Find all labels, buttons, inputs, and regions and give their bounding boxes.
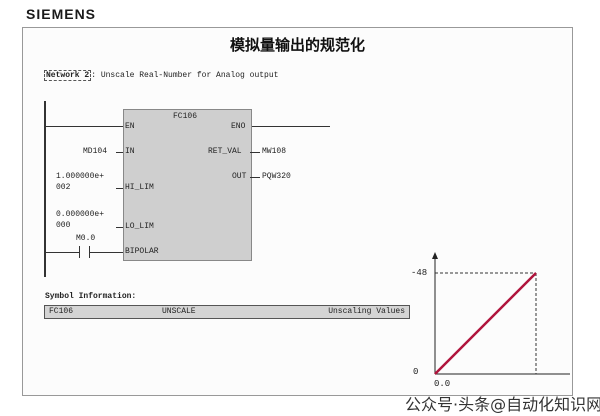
contact-operand[interactable]: M0.0 — [76, 234, 96, 243]
watermark: 公众号·头条@自动化知识网 — [405, 395, 600, 414]
pin-en: EN — [125, 122, 135, 131]
pin-out: OUT — [232, 172, 247, 181]
operand-hi-lim-line2: 002 — [56, 183, 71, 192]
pin-in: IN — [125, 147, 135, 156]
scaling-graph — [432, 252, 570, 375]
symbol-name: UNSCALE — [162, 307, 196, 316]
y-top-label: -48 — [411, 268, 428, 278]
eno-wire — [250, 126, 330, 127]
bipolar-wire-left — [44, 252, 80, 253]
symbol-heading: Symbol Information: — [45, 292, 137, 301]
operand-out[interactable]: PQW320 — [262, 172, 291, 181]
pin-ret-val: RET_VAL — [208, 147, 242, 156]
hi-lim-wire — [116, 188, 123, 189]
operand-in[interactable]: MD104 — [83, 147, 108, 156]
y-axis-arrow-icon — [432, 252, 438, 259]
function-block-fc106[interactable] — [123, 109, 252, 261]
out-wire — [250, 177, 260, 178]
siemens-logo: SIEMENS — [26, 6, 97, 22]
en-wire — [44, 126, 124, 127]
network-description: : Unscale Real-Number for Analog output — [91, 71, 279, 80]
symbol-address: FC106 — [49, 307, 74, 316]
block-name: FC106 — [173, 112, 198, 121]
network-label[interactable]: Network 2 — [44, 70, 92, 81]
symbol-info-row[interactable]: FC106 UNSCALE Unscaling Values — [44, 305, 410, 319]
bipolar-wire-right — [90, 252, 123, 253]
pin-eno: ENO — [231, 122, 246, 131]
power-rail — [44, 101, 46, 277]
ret-val-wire — [250, 152, 260, 153]
symbol-comment: Unscaling Values — [328, 307, 405, 316]
scaling-line — [434, 272, 537, 375]
operand-lo-lim-line1[interactable]: 0.000000e+ — [56, 210, 105, 219]
page-title: 模拟量输出的规范化 — [229, 36, 365, 54]
operand-hi-lim-line1[interactable]: 1.000000e+ — [56, 172, 105, 181]
lo-lim-wire — [116, 227, 123, 228]
x-zero-label: 0.0 — [434, 379, 451, 389]
contact-right — [89, 246, 90, 258]
slide-frame — [22, 27, 573, 396]
y-zero-label: 0 — [413, 367, 419, 377]
pin-hi-lim: HI_LIM — [125, 183, 154, 192]
contact-left — [79, 246, 80, 258]
operand-ret-val[interactable]: MW108 — [262, 147, 287, 156]
pin-lo-lim: LO_LIM — [125, 222, 154, 231]
network-header: Network 2: Unscale Real-Number for Analo… — [44, 70, 279, 81]
pin-bipolar: BIPOLAR — [125, 247, 159, 256]
in-wire — [116, 152, 123, 153]
operand-lo-lim-line2: 000 — [56, 221, 71, 230]
